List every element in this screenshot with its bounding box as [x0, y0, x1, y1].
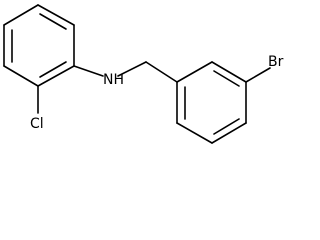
bromine-label: Br [268, 54, 284, 70]
amine-nh-label: NH [103, 72, 124, 88]
bond [245, 67, 271, 83]
double-bond [39, 61, 67, 78]
bond [3, 4, 39, 26]
bond [73, 65, 104, 77]
bond [211, 61, 247, 83]
double-bond [39, 13, 67, 30]
chlorophenyl-ring [3, 4, 75, 87]
chlorine-label: Cl [30, 116, 44, 132]
bond [3, 65, 39, 87]
bond [176, 61, 213, 83]
bond [211, 122, 247, 144]
bond [37, 65, 75, 87]
bond [117, 61, 147, 77]
bond [145, 61, 178, 83]
double-bond [213, 70, 240, 87]
bond [37, 4, 75, 26]
chemical-structure: NH Cl Br [3, 4, 284, 144]
double-bond [213, 118, 240, 135]
bromophenyl-ring [176, 61, 247, 144]
bond [176, 122, 213, 144]
